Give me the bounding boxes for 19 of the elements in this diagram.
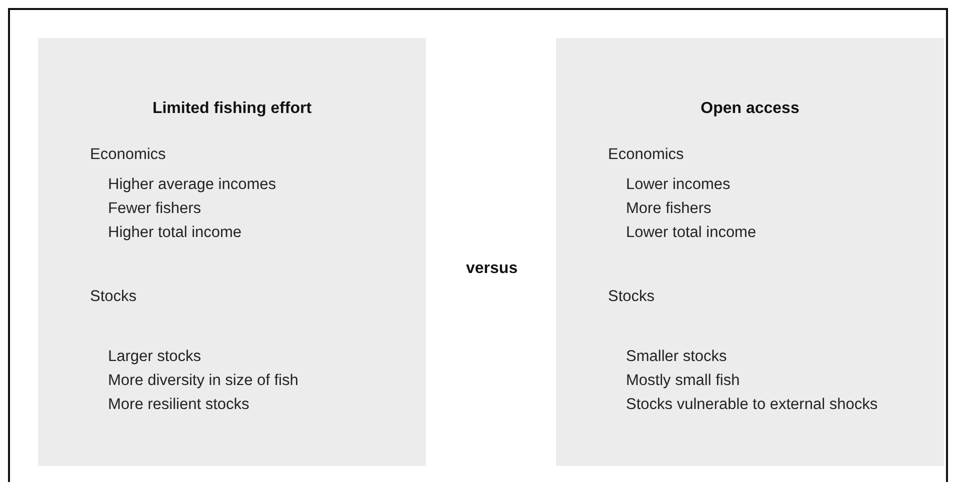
list-item: More resilient stocks xyxy=(108,396,250,414)
list-item: Lower total income xyxy=(626,224,756,242)
panel-heading: Open access xyxy=(700,100,800,118)
panel-heading: Limited fishing effort xyxy=(151,100,313,118)
list-item: Stocks vulnerable to external shocks xyxy=(626,396,878,414)
list-item: Higher average incomes xyxy=(108,176,276,194)
list-item: Fewer fishers xyxy=(108,200,202,218)
list-item: Lower incomes xyxy=(626,176,730,194)
section-heading: Stocks xyxy=(608,288,655,306)
section-heading: Economics xyxy=(90,146,166,164)
list-item: More diversity in size of fish xyxy=(108,372,298,390)
list-item: Mostly small fish xyxy=(626,372,740,390)
section-heading: Economics xyxy=(608,146,684,164)
list-item: Smaller stocks xyxy=(626,348,727,366)
list-item: More fishers xyxy=(626,200,712,218)
section-heading: Stocks xyxy=(90,288,137,306)
list-item: Larger stocks xyxy=(108,348,202,366)
comparison-label: versus xyxy=(466,260,518,278)
list-item: Higher total income xyxy=(108,224,242,242)
